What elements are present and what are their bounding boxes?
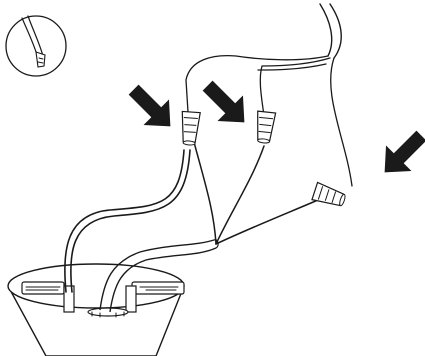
terminal-bracket-left xyxy=(21,281,75,313)
arrow-icon xyxy=(202,80,245,123)
terminal-bracket-right xyxy=(125,281,185,313)
wire-nut-icon xyxy=(181,110,201,146)
wire-nut-icon xyxy=(311,181,346,207)
supply-wires xyxy=(185,3,353,187)
wire-nut-icon xyxy=(257,110,277,144)
wire-end-detail-icon xyxy=(5,15,67,77)
fixture-canopy xyxy=(7,263,185,356)
arrow-icon xyxy=(384,130,425,173)
arrow-icon xyxy=(128,84,171,127)
fixture-wires xyxy=(64,141,319,293)
